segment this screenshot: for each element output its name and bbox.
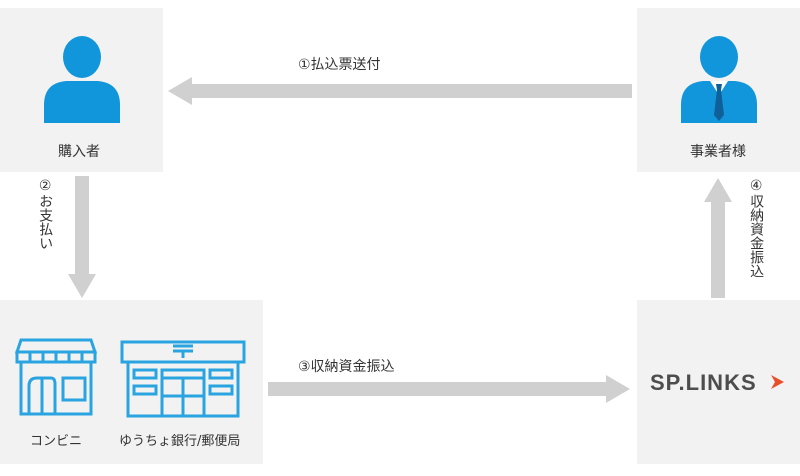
arrow-up-step4	[704, 178, 732, 298]
bank-label: ゆうちょ銀行/郵便局	[119, 434, 241, 449]
company-logo-text: SP.LINKS	[650, 370, 757, 395]
arrow-right-step3	[268, 375, 630, 403]
company-logo: SP.LINKS	[650, 370, 757, 396]
payment-location-node: コンビニ ゆうちょ銀行/郵便局	[0, 300, 263, 464]
step1-label: ①払込票送付	[298, 57, 381, 73]
company-node	[637, 300, 800, 464]
arrow-left-step1	[168, 77, 632, 105]
post-office-icon	[120, 340, 246, 418]
step2-label: ②お支払い	[37, 178, 54, 250]
buyer-node: 購入者	[0, 8, 163, 172]
businessman-icon	[681, 36, 757, 123]
logo-arrow-icon	[771, 375, 784, 389]
merchant-node: 事業者様	[637, 8, 800, 172]
buyer-label: 購入者	[58, 144, 100, 160]
person-icon	[44, 36, 120, 123]
arrow-down-step2	[68, 176, 96, 298]
step3-label: ③収納資金振込	[298, 359, 395, 375]
convenience-store-icon	[14, 338, 98, 416]
step4-label: ④収納資金振込	[748, 178, 765, 278]
store-label: コンビニ	[30, 434, 83, 449]
merchant-label: 事業者様	[690, 144, 746, 160]
